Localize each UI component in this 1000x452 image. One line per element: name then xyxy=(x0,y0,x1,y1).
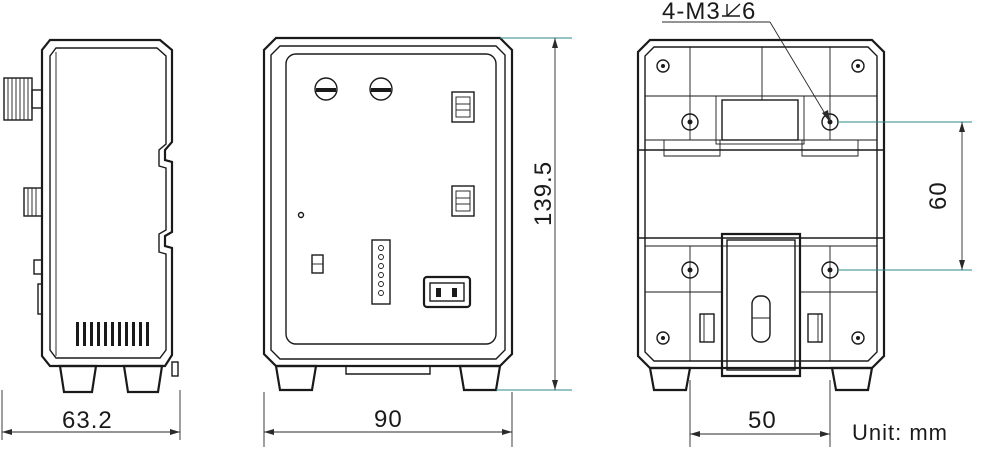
front-width-label: 90 xyxy=(374,406,403,433)
unit-label: Unit: mm xyxy=(852,420,948,445)
lower-ribs xyxy=(645,245,877,361)
hole-depth-label: 6 xyxy=(742,0,756,25)
side-view xyxy=(1,38,181,440)
front-height-label: 139.5 xyxy=(530,161,557,226)
depth-symbol-icon xyxy=(722,3,741,17)
mounting-holes xyxy=(681,113,839,279)
upper-ribs xyxy=(645,47,877,157)
front-view xyxy=(262,36,572,447)
back-width-label: 50 xyxy=(748,407,777,434)
back-height-label: 60 xyxy=(925,181,952,210)
vent-slots xyxy=(76,322,149,346)
hole-callout-label: 4-M3 xyxy=(662,0,721,25)
side-width-label: 63.2 xyxy=(62,407,113,434)
terminal-pins xyxy=(378,245,384,296)
corner-holes xyxy=(656,59,865,345)
back-view xyxy=(636,21,972,447)
knob-ridges xyxy=(7,78,29,120)
